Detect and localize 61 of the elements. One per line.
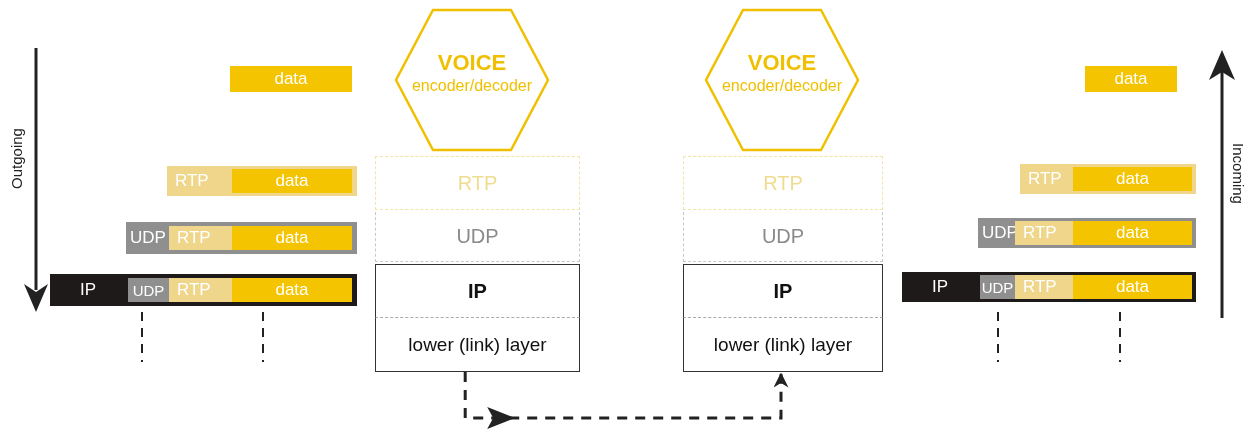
protocol-layer	[683, 264, 883, 318]
protocol-label: RTP	[177, 228, 211, 248]
rtp-segment	[169, 226, 232, 250]
protocol-label: data	[275, 280, 309, 300]
protocol-label: RTP	[1023, 223, 1057, 243]
codec-hexagon	[704, 8, 860, 152]
protocol-label: RTP	[1028, 169, 1062, 189]
data-segment	[230, 66, 352, 92]
data-segment	[1073, 167, 1192, 191]
protocol-label: UDP	[130, 228, 166, 248]
codec-subtitle: encoder/decoder	[411, 76, 533, 96]
protocol-label: data	[1115, 169, 1150, 189]
rtp-segment	[169, 278, 232, 302]
protocol-label: data	[1115, 277, 1150, 297]
protocol-label: IP	[80, 280, 97, 300]
protocol-label: UDP	[761, 225, 805, 248]
protocol-layer	[375, 156, 580, 210]
protocol-label: RTP	[457, 171, 498, 195]
protocol-layer	[683, 156, 883, 210]
protocol-layer	[683, 318, 883, 372]
protocol-label: UDP	[132, 281, 165, 299]
protocol-label: data	[275, 171, 309, 191]
rtp-segment	[1015, 275, 1073, 299]
ip-packet	[50, 274, 357, 306]
udp-segment	[978, 218, 1196, 248]
protocol-label: IP	[932, 277, 949, 297]
protocol-label: lower (link) layer	[408, 333, 547, 356]
protocol-label: UDP	[456, 225, 499, 248]
protocol-label: IP	[773, 279, 793, 303]
protocol-layer	[375, 264, 580, 318]
protocol-label: data	[275, 228, 309, 248]
data-segment	[1073, 275, 1192, 299]
protocol-layer	[375, 318, 580, 372]
direction-label: Incoming	[1229, 143, 1247, 204]
protocol-label: lower (link) layer	[713, 333, 853, 356]
protocol-label: UDP	[981, 278, 1014, 296]
protocol-layer	[683, 212, 883, 262]
data-segment	[1085, 66, 1177, 92]
codec-subtitle: encoder/decoder	[721, 76, 843, 96]
rtp-segment	[1015, 221, 1073, 245]
protocol-label: data	[1114, 69, 1148, 89]
data-segment	[232, 226, 352, 250]
protocol-label: IP	[468, 279, 487, 303]
protocol-layer	[375, 212, 580, 262]
protocol-label: RTP	[175, 171, 209, 191]
protocol-label: RTP	[1023, 277, 1057, 297]
ip-packet	[902, 272, 1196, 302]
protocol-label: RTP	[177, 280, 211, 300]
protocol-label: RTP	[763, 171, 803, 195]
codec-hexagon	[394, 8, 550, 152]
data-segment	[1073, 221, 1192, 245]
rtp-segment	[1020, 164, 1196, 194]
data-segment	[232, 169, 352, 193]
protocol-label: data	[1115, 223, 1150, 243]
codec-title: VOICE	[747, 50, 817, 77]
udp-segment	[126, 222, 357, 254]
rtp-segment	[167, 166, 357, 196]
data-segment	[232, 278, 352, 302]
direction-label: Outgoing	[7, 128, 25, 189]
codec-title: VOICE	[437, 50, 507, 77]
protocol-label: data	[274, 69, 308, 89]
